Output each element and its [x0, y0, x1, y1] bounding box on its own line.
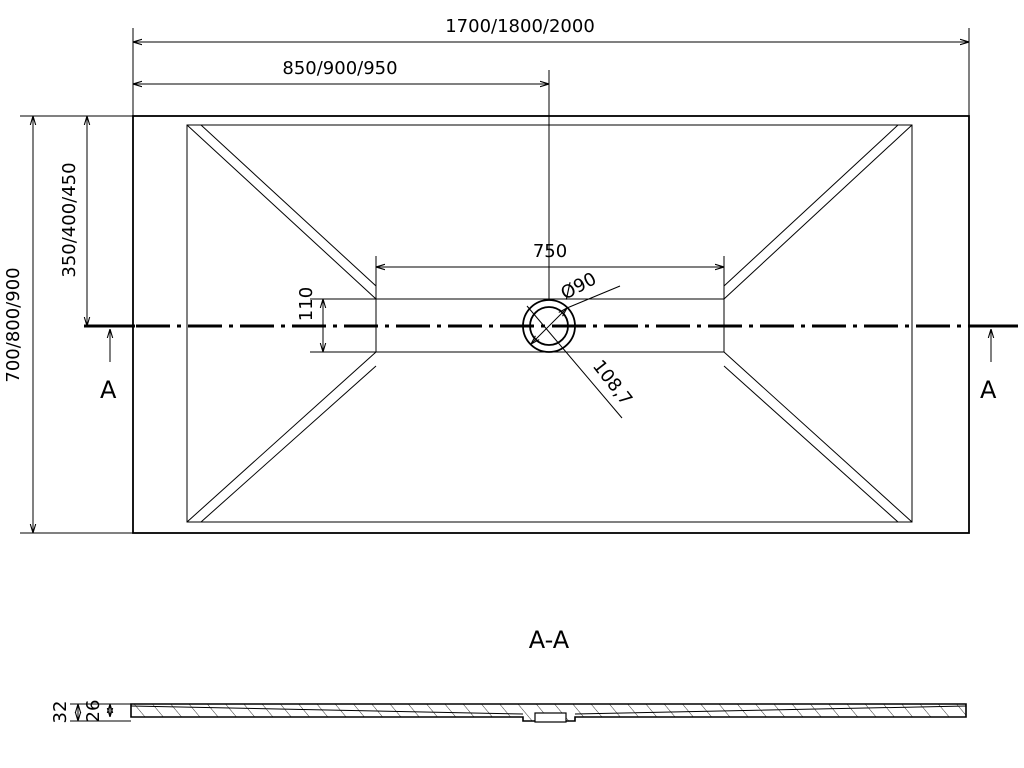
- dim-total-length-label: 1700/1800/2000: [445, 16, 595, 37]
- dim-drain-offset-x-label: 850/900/950: [282, 58, 397, 79]
- dim-drain-diameter: Ø90: [531, 268, 621, 344]
- slope-lines: [186, 124, 913, 523]
- dim-channel-length-label: 750: [533, 241, 567, 262]
- section-line: A A: [84, 324, 1018, 404]
- dim-tray-height-label: 26: [83, 700, 104, 723]
- dim-total-height: 32: [50, 701, 131, 724]
- dim-drain-offset-y-label: 350/400/450: [59, 162, 80, 277]
- dim-total-height-label: 32: [50, 701, 71, 724]
- dim-drain-outer: 108,7: [526, 305, 636, 419]
- section-drain: [534, 712, 567, 723]
- dim-channel-width-label: 110: [296, 287, 317, 321]
- dim-total-width-label: 700/800/900: [3, 267, 24, 382]
- dim-tray-height: 26: [83, 700, 110, 723]
- dim-drain-offset-y: 350/400/450: [59, 116, 87, 326]
- dim-total-width: 700/800/900: [3, 115, 133, 534]
- section-marker-right: A: [980, 376, 997, 404]
- dim-total-length: 1700/1800/2000: [132, 16, 970, 116]
- section-marker-left: A: [100, 376, 117, 404]
- dim-drain-outer-label: 108,7: [588, 356, 636, 410]
- section-title: A-A: [529, 626, 570, 654]
- dim-channel-length: 750: [375, 241, 725, 299]
- dim-drain-offset-x: 850/900/950: [133, 58, 550, 300]
- section-view: [130, 703, 967, 723]
- dim-channel-width: 110: [296, 287, 376, 353]
